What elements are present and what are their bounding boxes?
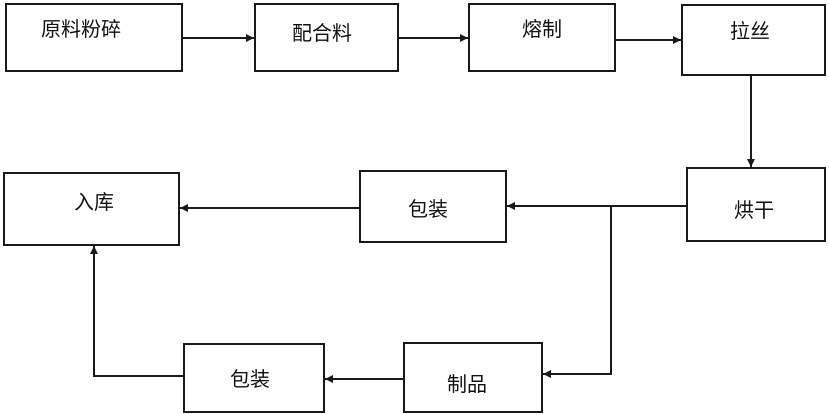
node-packing-upper-label: 包装	[408, 197, 448, 221]
node-drying-label: 烘干	[734, 198, 774, 222]
node-melting-label: 熔制	[522, 17, 562, 41]
arrow-packing-to-warehouse-return	[90, 246, 183, 377]
node-drawing-label: 拉丝	[730, 19, 770, 43]
node-batching: 配合料	[254, 3, 399, 72]
node-drawing: 拉丝	[681, 4, 826, 76]
node-drying: 烘干	[686, 167, 826, 242]
node-batching-label: 配合料	[292, 21, 352, 45]
node-products: 制品	[403, 342, 543, 413]
arrow-branch-to-products	[543, 206, 612, 378]
node-warehouse-label: 入库	[74, 190, 114, 214]
node-crush: 原料粉碎	[5, 3, 183, 72]
node-crush-label: 原料粉碎	[41, 17, 121, 41]
node-melting: 熔制	[468, 3, 616, 72]
node-packing-upper: 包装	[359, 170, 507, 243]
node-warehouse: 入库	[3, 172, 180, 246]
node-packing-lower: 包装	[183, 343, 325, 413]
node-packing-lower-label: 包装	[230, 367, 270, 391]
node-products-label: 制品	[447, 372, 487, 396]
